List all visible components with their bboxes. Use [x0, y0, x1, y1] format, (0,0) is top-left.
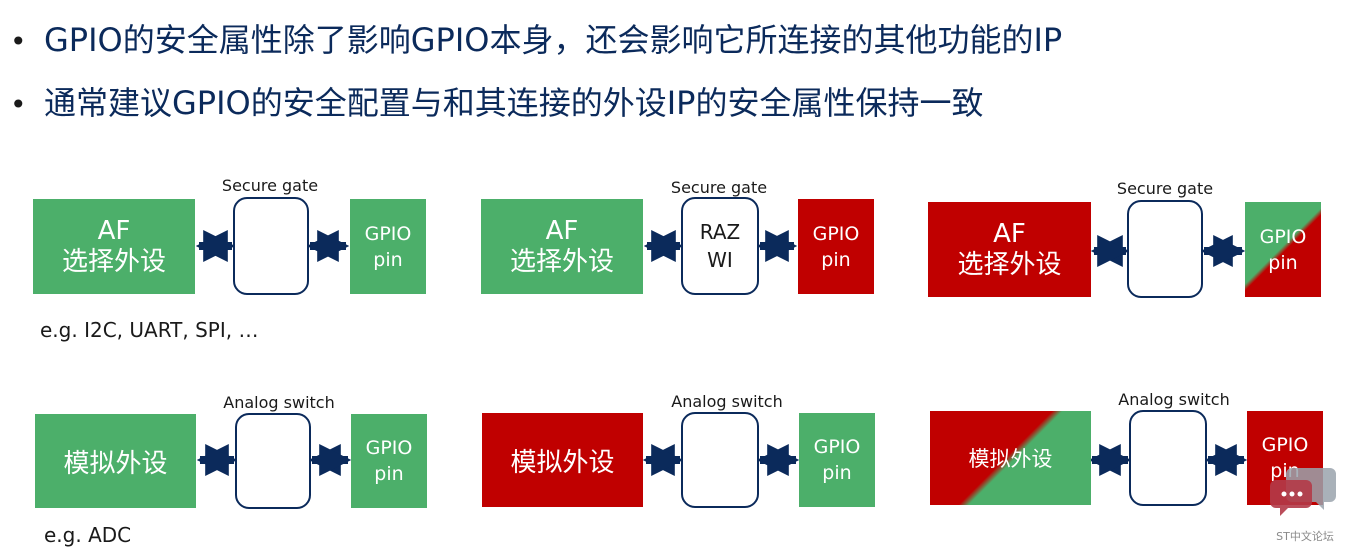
analog-switch-1 — [235, 413, 311, 509]
bullet-2-text: 通常建议GPIO的安全配置与和其连接的外设IP的安全属性保持一致 — [44, 84, 984, 122]
raz-wi-gate: RAZ WI — [681, 197, 759, 295]
st-forum-watermark: ST中文论坛 — [1270, 462, 1340, 544]
gpio-pin-box-2: GPIO pin — [798, 199, 874, 294]
pin-label: pin — [822, 462, 852, 484]
bullet-1-text: GPIO的安全属性除了影响GPIO本身，还会影响它所连接的其他功能的IP — [44, 21, 1063, 59]
gpio-pin-box-4: GPIO pin — [351, 414, 427, 508]
af-sub-label: 选择外设 — [957, 249, 1062, 280]
gate-label-analog-3: Analog switch — [1118, 390, 1230, 409]
bullet-dot: • — [10, 88, 27, 121]
secure-gate-1 — [233, 197, 309, 295]
analog-peripheral-label: 模拟外设 — [63, 448, 168, 479]
analog-switch-2 — [681, 412, 759, 508]
af-peripheral-box-1: AF 选择外设 — [33, 199, 195, 294]
analog-peripheral-box-2: 模拟外设 — [482, 413, 643, 507]
analog-peripheral-label: 模拟外设 — [510, 447, 615, 478]
gpio-label: GPIO — [365, 437, 413, 459]
af-peripheral-box-3: AF 选择外设 — [928, 202, 1091, 297]
example-digital: e.g. I2C, UART, SPI, … — [40, 318, 259, 342]
gate-label-secure-3: Secure gate — [1116, 179, 1214, 198]
pin-label: pin — [1268, 251, 1298, 274]
gate-label-secure-1: Secure gate — [221, 176, 319, 195]
gpio-label: GPIO — [812, 222, 860, 245]
bullet-2: • 通常建议GPIO的安全配置与和其连接的外设IP的安全属性保持一致 — [10, 83, 983, 125]
example-analog: e.g. ADC — [44, 523, 132, 547]
analog-peripheral-label: 模拟外设 — [968, 447, 1053, 471]
gpio-label: GPIO — [1261, 434, 1309, 456]
gpio-pin-box-5: GPIO pin — [799, 413, 875, 507]
pin-label: pin — [373, 248, 403, 271]
secure-gate-3 — [1127, 200, 1203, 298]
af-sub-label: 选择外设 — [61, 246, 166, 277]
gpio-label: GPIO — [364, 222, 412, 245]
analog-switch-3 — [1129, 410, 1207, 506]
gpio-label: GPIO — [1259, 225, 1307, 248]
gate-label-analog-1: Analog switch — [223, 393, 335, 412]
pin-label: pin — [821, 248, 851, 271]
watermark-text: ST中文论坛 — [1276, 530, 1334, 543]
gpio-pin-box-1: GPIO pin — [350, 199, 426, 294]
gate-label-secure-2: Secure gate — [670, 178, 768, 197]
af-label: AF — [97, 215, 131, 246]
gpio-pin-box-3: GPIO pin — [1245, 202, 1321, 297]
raz-label: RAZ — [699, 220, 741, 244]
af-label: AF — [993, 218, 1026, 249]
chat-bubble-icon — [1270, 468, 1336, 516]
gate-label-analog-2: Analog switch — [671, 392, 783, 411]
analog-peripheral-box-3: 模拟外设 — [930, 411, 1091, 505]
analog-peripheral-box-1: 模拟外设 — [35, 414, 196, 508]
af-label: AF — [545, 215, 579, 246]
bullet-1: • GPIO的安全属性除了影响GPIO本身，还会影响它所连接的其他功能的IP — [10, 20, 1062, 62]
wi-label: WI — [707, 248, 733, 272]
af-peripheral-box-2: AF 选择外设 — [481, 199, 643, 294]
bullet-dot: • — [10, 25, 27, 58]
pin-label: pin — [374, 463, 404, 485]
af-sub-label: 选择外设 — [509, 246, 614, 277]
gpio-label: GPIO — [813, 436, 861, 458]
